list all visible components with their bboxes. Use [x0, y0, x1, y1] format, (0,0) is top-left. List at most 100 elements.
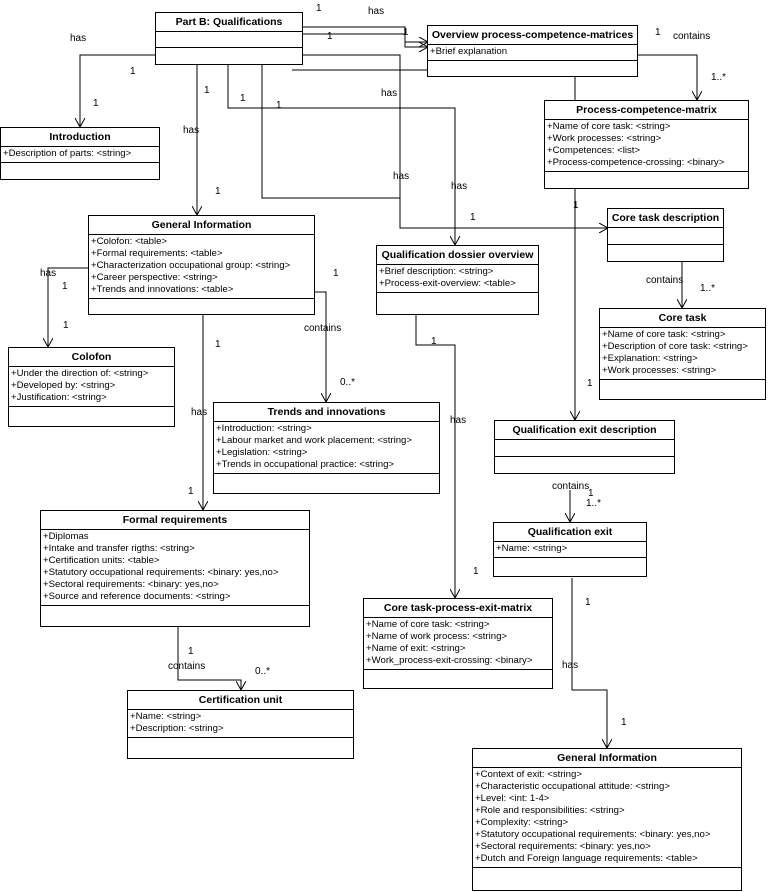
label-multiplicity: 0..*: [255, 666, 271, 677]
label-has: has: [562, 660, 579, 671]
attribute: +Sectoral requirements: <binary: yes,no>: [475, 841, 651, 852]
class-qualification-dossier-overview[interactable]: Qualification dossier overview +Brief de…: [376, 245, 539, 315]
class-general-information-exit[interactable]: General Information +Context of exit: <s…: [472, 748, 742, 891]
class-general-information[interactable]: General Information +Colofon: <table> +F…: [88, 215, 315, 315]
label-has: has: [191, 407, 208, 418]
attribute: +Trends in occupational practice: <strin…: [216, 459, 395, 470]
class-name: Part B: Qualifications: [156, 13, 302, 32]
edge-partb-qdo: [227, 65, 455, 245]
attribute: +Characteristic occupational attitude: <…: [475, 781, 670, 792]
class-name: General Information: [473, 749, 741, 768]
class-colofon[interactable]: Colofon +Under the direction of: <string…: [8, 347, 175, 427]
label-multiplicity: 1: [316, 3, 322, 14]
attribute: +Labour market and work placement: <stri…: [216, 435, 412, 446]
class-name: Certification unit: [128, 691, 353, 710]
label-contains: contains: [304, 323, 342, 334]
label-multiplicity: 1: [276, 100, 282, 111]
class-part-b-qualifications[interactable]: Part B: Qualifications: [155, 12, 303, 65]
class-name: Qualification dossier overview: [377, 246, 538, 265]
attribute: +Introduction: <string>: [216, 423, 312, 434]
attribute: +Brief explanation: [430, 46, 508, 57]
label-multiplicity: 1: [621, 717, 627, 728]
edge-geninfo-trends: [314, 291, 326, 402]
class-core-task-description[interactable]: Core task description: [607, 208, 724, 262]
attribute: +Name of work process: <string>: [366, 631, 508, 642]
class-name: Colofon: [9, 348, 174, 367]
class-qualification-exit-description[interactable]: Qualification exit description: [494, 420, 675, 474]
label-has: has: [450, 415, 467, 426]
label-multiplicity: 1: [573, 200, 579, 211]
class-qualification-exit[interactable]: Qualification exit +Name: <string>: [493, 522, 647, 577]
class-process-competence-matrix[interactable]: Process-competence-matrix +Name of core …: [544, 100, 749, 189]
label-multiplicity: 1..*: [586, 498, 602, 509]
attribute: +Statutory occupational requirements: <b…: [475, 829, 711, 840]
label-multiplicity: 0..*: [340, 377, 356, 388]
edge-overview-pcm: [637, 54, 697, 100]
class-trends-and-innovations[interactable]: Trends and innovations +Introduction: <s…: [213, 402, 440, 494]
edge-geninfo-colofon: [48, 267, 90, 347]
class-name: Core task-process-exit-matrix: [364, 599, 552, 618]
attribute: +Characterization occupational group: <s…: [91, 260, 291, 271]
attribute: +Process-competence-crossing: <binary>: [547, 157, 725, 168]
edge-partb-misc: [288, 54, 401, 198]
attribute: +Name of exit: <string>: [366, 643, 466, 654]
attribute: +Name of core task: <string>: [366, 619, 490, 630]
label-contains: contains: [552, 481, 590, 492]
class-introduction[interactable]: Introduction +Description of parts: <str…: [0, 127, 160, 180]
attribute: +Under the direction of: <string>: [11, 368, 149, 379]
class-certification-unit[interactable]: Certification unit +Name: <string> +Desc…: [127, 690, 354, 759]
label-multiplicity: 1: [204, 85, 210, 96]
label-multiplicity: 1: [62, 281, 68, 292]
attribute: +Brief description: <string>: [379, 266, 494, 277]
label-multiplicity: 1..*: [711, 72, 727, 83]
attribute: +Description: <string>: [130, 723, 224, 734]
label-multiplicity: 1: [431, 336, 437, 347]
attribute: +Level: <int: 1-4>: [475, 793, 550, 804]
edge-partb-overview-2: [303, 33, 428, 47]
attribute: +Work processes: <string>: [602, 365, 717, 376]
attribute: +Complexity: <string>: [475, 817, 569, 828]
label-multiplicity: 1: [587, 378, 593, 389]
label-multiplicity: 1: [327, 31, 333, 42]
attribute: +Work_process-exit-crossing: <binary>: [366, 655, 533, 666]
class-name: Overview process-competence-matrices: [428, 26, 637, 45]
label-has: has: [451, 181, 468, 192]
class-name: Qualification exit description: [495, 421, 674, 440]
label-has: has: [393, 171, 410, 182]
label-multiplicity: 1: [63, 320, 69, 331]
class-name: Core task: [600, 309, 765, 328]
edge-qdo-ctpem: [415, 315, 455, 598]
label-contains: contains: [168, 661, 206, 672]
class-formal-requirements[interactable]: Formal requirements +Diplomas +Intake an…: [40, 510, 310, 627]
label-multiplicity: 1: [130, 66, 136, 77]
attribute: +Explanation: <string>: [602, 353, 698, 364]
label-multiplicity: 1: [93, 98, 99, 109]
class-name: Core task description: [608, 209, 723, 228]
class-name: Introduction: [1, 128, 159, 147]
label-has: has: [40, 268, 57, 279]
class-core-task[interactable]: Core task +Name of core task: <string> +…: [599, 308, 766, 400]
edge-formalreq-certunit: [177, 627, 241, 690]
label-contains: contains: [646, 275, 684, 286]
class-name: Trends and innovations: [214, 403, 439, 422]
attribute: +Intake and transfer rigths: <string>: [43, 543, 195, 554]
attribute: +Competences: <list>: [547, 145, 641, 156]
attribute: +Name: <string>: [130, 711, 202, 722]
label-has: has: [70, 33, 87, 44]
attribute: +Role and responsibilities: <string>: [475, 805, 625, 816]
class-core-task-process-exit-matrix[interactable]: Core task-process-exit-matrix +Name of c…: [363, 598, 553, 689]
attribute: +Process-exit-overview: <table>: [379, 278, 516, 289]
attribute: +Source and reference documents: <string…: [43, 591, 231, 602]
attribute: +Dutch and Foreign language requirements…: [475, 853, 698, 864]
class-overview-process-competence-matrices[interactable]: Overview process-competence-matrices +Br…: [427, 25, 638, 77]
label-multiplicity: 1: [655, 27, 661, 38]
label-has: has: [368, 6, 385, 17]
label-multiplicity: 1: [588, 488, 594, 499]
attribute: +Colofon: <table>: [91, 236, 168, 247]
attribute: +Formal requirements: <table>: [91, 248, 223, 259]
attribute: +Developed by: <string>: [11, 380, 116, 391]
label-multiplicity: 1: [188, 646, 194, 657]
label-contains: contains: [673, 31, 711, 42]
label-multiplicity: 1: [215, 186, 221, 197]
attribute: +Context of exit: <string>: [475, 769, 582, 780]
